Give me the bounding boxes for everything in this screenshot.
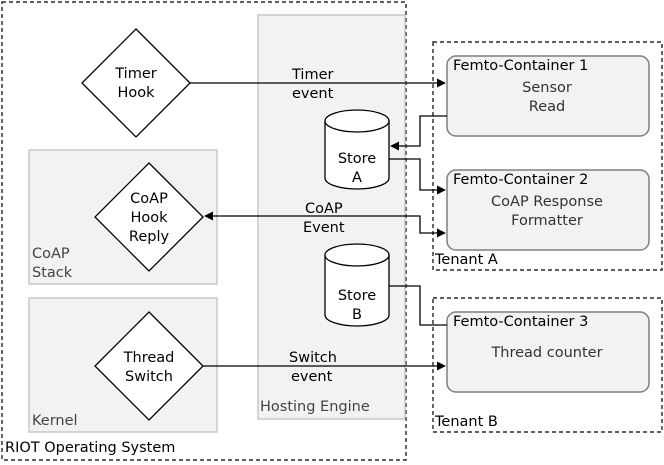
coap-stack-label-line2: Stack	[32, 265, 73, 281]
femto-container-3-line1: Thread counter	[490, 345, 602, 361]
coap-event-line1: CoAP	[305, 201, 343, 217]
store-b-to-fc3-line	[389, 285, 447, 326]
riot-os-label: RIOT Operating System	[5, 440, 175, 456]
coap-hook-line2: Hook	[130, 210, 168, 226]
thread-switch-line1: Thread	[123, 350, 175, 366]
femto-container-2-title: Femto-Container 2	[453, 172, 588, 188]
switch-event-line2: event	[291, 369, 333, 385]
timer-event-line1: Timer	[291, 67, 333, 83]
coap-stack-label-line1: CoAP	[32, 246, 70, 262]
store-b-line1: Store	[338, 288, 376, 304]
femto-container-1-line1: Sensor	[522, 80, 572, 96]
switch-event-line1: Switch	[289, 350, 337, 366]
store-a-line2: A	[352, 170, 362, 186]
thread-switch-diamond: Thread Switch	[94, 311, 204, 421]
timer-hook-diamond: Timer Hook	[81, 28, 191, 138]
tenant-b-region: Tenant B	[432, 297, 663, 433]
femto-container-1-title: Femto-Container 1	[453, 58, 588, 74]
femto-container-1-line2: Read	[529, 99, 565, 115]
store-b-line2: B	[352, 307, 362, 323]
femto-container-2-line1: CoAP Response	[491, 194, 603, 210]
fc1-to-store-a-arrow	[390, 115, 447, 151]
hosting-engine-label: Hosting Engine	[260, 399, 370, 415]
tenant-a-label: Tenant A	[434, 252, 498, 268]
timer-hook-line1: Timer	[114, 66, 156, 82]
tenant-b-label: Tenant B	[434, 414, 498, 430]
femto-container-3-title: Femto-Container 3	[453, 314, 588, 330]
coap-hook-line3: Reply	[129, 229, 170, 245]
timer-event-line2: event	[292, 86, 334, 102]
store-a-cylinder: Store A	[324, 109, 390, 190]
coap-event-line2: Event	[303, 220, 345, 236]
tenant-a-region: Tenant A	[432, 41, 663, 271]
thread-switch-line2: Switch	[125, 369, 173, 385]
femto-container-2: Femto-Container 2 CoAP Response Formatte…	[446, 169, 650, 251]
store-b-cylinder: Store B	[324, 243, 390, 327]
timer-hook-line2: Hook	[117, 85, 155, 101]
femto-container-3: Femto-Container 3 Thread counter	[446, 311, 650, 393]
coap-hook-line1: CoAP	[130, 191, 168, 207]
femto-container-1: Femto-Container 1 Sensor Read	[446, 55, 650, 137]
store-a-to-fc2-arrow	[389, 158, 446, 195]
coap-hook-reply-diamond: CoAP Hook Reply	[94, 162, 204, 272]
kernel-label: Kernel	[32, 413, 78, 429]
store-a-line1: Store	[338, 151, 376, 167]
femto-container-2-line2: Formatter	[511, 213, 583, 229]
coap-event-arrow	[204, 211, 446, 238]
